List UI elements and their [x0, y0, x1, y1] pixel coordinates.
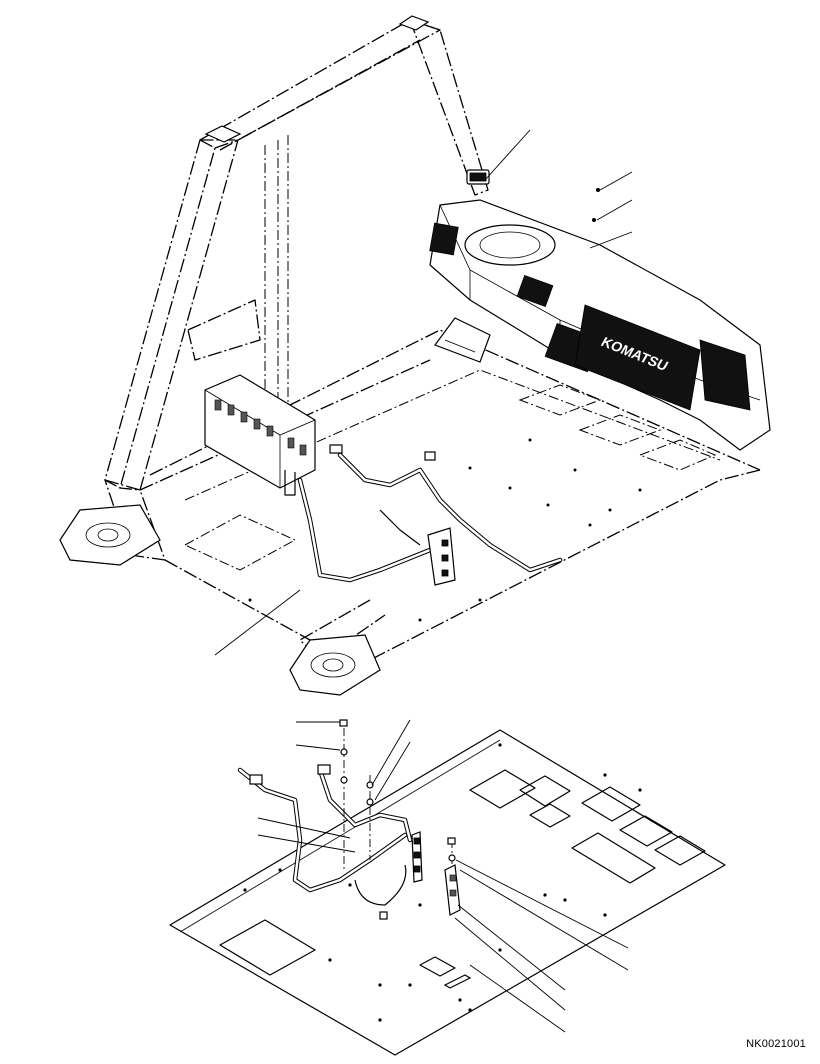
leader-lines-upper	[214, 129, 633, 656]
dashboard: KOMATSU	[429, 169, 771, 451]
floor-plate	[169, 729, 726, 1056]
leader-lines-lower	[257, 719, 629, 1033]
relay-box	[204, 374, 316, 496]
wire-harness-upper	[297, 444, 563, 586]
figure-id-label: NK0021001	[746, 1038, 806, 1050]
floor-plate-holes	[243, 743, 642, 1022]
wire-harness-lower	[237, 719, 461, 920]
pedal	[434, 317, 491, 363]
cab-frame	[59, 15, 761, 696]
